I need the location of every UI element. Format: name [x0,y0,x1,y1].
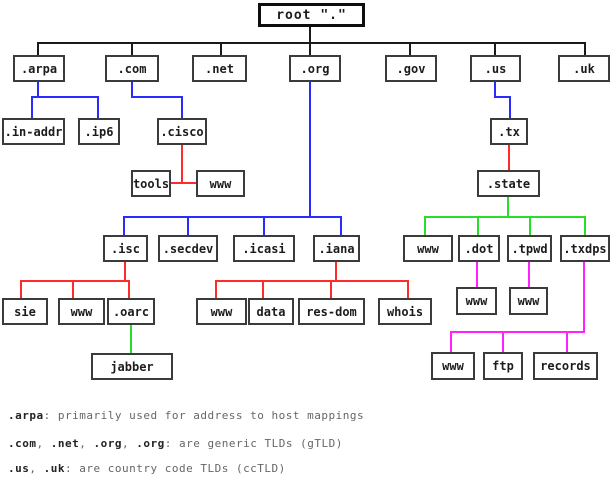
connector-line [502,333,504,352]
connector-line [128,282,130,298]
connector-line [477,218,479,235]
node-sie: sie [2,298,48,325]
connector-line [507,197,509,216]
node-ip6: .ip6 [78,118,120,145]
connector-line [37,42,586,44]
node-secdev: .secdev [158,235,218,262]
connector-line [584,44,586,55]
connector-line [123,216,342,218]
connector-line [131,82,133,96]
connector-line [509,98,511,118]
connector-line [31,98,33,118]
connector-line [409,44,411,55]
connector-line [171,182,196,184]
node-ftp: ftp [483,352,523,380]
node-arpa: .arpa [13,55,65,82]
node-www-tpwd: www [509,287,548,315]
node-txdps: .txdps [560,235,610,262]
node-in-addr: .in-addr [2,118,65,145]
connector-line [309,82,311,216]
connector-line [494,44,496,55]
node-whois: whois [378,298,432,325]
node-us: .us [470,55,521,82]
connector-line [130,325,132,353]
connector-line [494,96,511,98]
connector-line [263,218,265,235]
connector-line [508,145,510,170]
connector-line [220,44,222,55]
connector-line [181,145,183,183]
connector-line [131,44,133,55]
connector-line [20,282,22,298]
connector-line [528,262,530,287]
node-root: root "." [258,3,365,27]
connector-line [97,98,99,118]
connector-line [262,282,264,298]
node-com: .com [105,55,159,82]
connector-line [584,218,586,235]
node-www-isc: www [58,298,105,325]
connector-line [529,218,531,235]
node-www-iana: www [196,298,247,325]
node-res-dom: res-dom [298,298,365,325]
node-cisco: .cisco [157,118,207,145]
node-www-txdps: www [431,352,475,380]
connector-line [424,218,426,235]
connector-line [424,216,586,218]
connector-line [407,282,409,298]
node-oarc: .oarc [107,298,155,325]
connector-line [31,96,99,98]
note-gtld: .com, .net, .org, .org: are generic TLDs… [8,437,343,450]
connector-line [20,280,130,282]
connector-line [215,280,409,282]
node-www-dot: www [456,287,497,315]
connector-line [187,218,189,235]
connector-line [330,282,332,298]
node-www-cisco: www [196,170,245,197]
note-arpa: .arpa: primarily used for address to hos… [8,409,365,422]
node-iana: .iana [313,235,360,262]
connector-line [37,82,39,96]
node-www-state: www [403,235,453,262]
node-state: .state [477,170,540,197]
node-gov: .gov [385,55,437,82]
node-records: records [533,352,598,380]
node-net: .net [192,55,247,82]
note-cctld: .us, .uk: are country code TLDs (ccTLD) [8,462,286,475]
connector-line [215,282,217,298]
connector-line [123,218,125,235]
connector-line [124,262,126,281]
node-icasi: .icasi [233,235,295,262]
connector-line [476,262,478,287]
connector-line [566,333,568,352]
node-org: .org [289,55,341,82]
node-isc: .isc [103,235,148,262]
connector-line [309,44,311,55]
node-dot: .dot [458,235,500,262]
node-tpwd: .tpwd [507,235,552,262]
connector-line [450,333,452,352]
connector-line [335,262,337,281]
node-tools: tools [131,170,171,197]
node-data: data [248,298,294,325]
connector-line [72,282,74,298]
node-tx: .tx [490,118,528,145]
connector-line [340,218,342,235]
node-uk: .uk [558,55,610,82]
connector-line [494,82,496,96]
node-jabber: jabber [91,353,173,380]
connector-line [583,262,585,332]
connector-line [131,96,183,98]
connector-line [181,98,183,118]
connector-line [450,331,585,333]
connector-line [37,44,39,55]
connector-line [309,25,311,44]
